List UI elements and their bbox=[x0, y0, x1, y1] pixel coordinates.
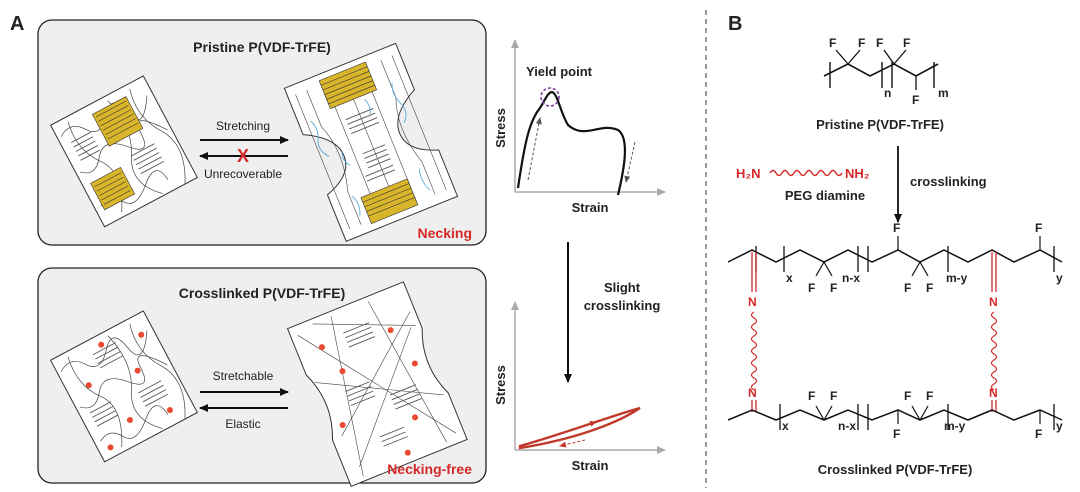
subscript-x: x bbox=[782, 419, 789, 433]
pristine-title: Pristine P(VDF-TrFE) bbox=[193, 39, 331, 55]
atom-f: F bbox=[830, 389, 837, 403]
atom-f: F bbox=[829, 36, 836, 50]
subscript-y: y bbox=[1056, 271, 1063, 285]
atom-f: F bbox=[808, 389, 815, 403]
atom-f: F bbox=[904, 389, 911, 403]
atom-f: F bbox=[1035, 427, 1042, 441]
crosslink-dots-right bbox=[318, 327, 419, 456]
subscript-my: m-y bbox=[944, 419, 966, 433]
peg-link-right bbox=[990, 311, 998, 391]
pristine-film-necked bbox=[283, 42, 459, 242]
crosslink-dots-left bbox=[85, 331, 173, 451]
crosslinked-film-stretched bbox=[286, 281, 468, 487]
panel-a-letter: A bbox=[10, 13, 24, 35]
subscript-my: m-y bbox=[946, 271, 968, 285]
yield-point-label: Yield point bbox=[526, 64, 593, 79]
yield-point-circle bbox=[540, 87, 560, 107]
crosslinked-structure-label: Crosslinked P(VDF-TrFE) bbox=[818, 462, 973, 477]
peg-chain bbox=[769, 169, 843, 177]
plot-bottom-ylabel: Stress bbox=[493, 365, 508, 405]
pristine-structure-label: Pristine P(VDF-TrFE) bbox=[816, 117, 944, 132]
atom-f: F bbox=[830, 281, 837, 295]
pristine-film-unstretched bbox=[49, 75, 198, 228]
atom-f: F bbox=[912, 93, 919, 107]
reagent-name: PEG diamine bbox=[785, 188, 865, 203]
atom-n: N bbox=[748, 295, 757, 309]
peg-diamine: H₂N NH₂ PEG diamine bbox=[736, 166, 870, 203]
cross-mark: X bbox=[237, 146, 249, 166]
crosslinked-film-unstretched bbox=[49, 310, 198, 463]
atom-f: F bbox=[893, 221, 900, 235]
subscript-nx: n-x bbox=[838, 419, 856, 433]
atom-n: N bbox=[748, 386, 757, 400]
crystal-gray-1 bbox=[70, 131, 165, 174]
atom-f: F bbox=[808, 281, 815, 295]
atom-n: N bbox=[989, 386, 998, 400]
pristine-structure: F F F F F n m bbox=[823, 36, 949, 107]
elastic-label: Elastic bbox=[225, 417, 260, 431]
unrecoverable-label: Unrecoverable bbox=[204, 167, 282, 181]
stretchable-label: Stretchable bbox=[213, 369, 274, 383]
atom-f: F bbox=[858, 36, 865, 50]
subscript-m: m bbox=[938, 86, 949, 100]
necking-label: Necking bbox=[418, 225, 472, 241]
atom-f: F bbox=[893, 427, 900, 441]
plot-bottom: Stress Strain bbox=[493, 301, 666, 473]
amine-right: NH₂ bbox=[845, 166, 870, 181]
atom-f: F bbox=[1035, 221, 1042, 235]
elastic-unload-arrow bbox=[559, 439, 586, 448]
stress-strain-curve bbox=[516, 90, 627, 196]
subscript-y: y bbox=[1056, 419, 1063, 433]
atom-n: N bbox=[989, 295, 998, 309]
atom-f: F bbox=[926, 281, 933, 295]
plot-top: Stress Strain Yield point bbox=[493, 39, 666, 215]
stretching-label: Stretching bbox=[216, 119, 270, 133]
necking-free-label: Necking-free bbox=[387, 461, 472, 477]
amine-left: H₂N bbox=[736, 166, 761, 181]
unloading-dashed-arrow bbox=[624, 141, 636, 183]
pristine-box: Pristine P(VDF-TrFE) Stretching X Unreco… bbox=[37, 19, 487, 246]
plot-top-ylabel: Stress bbox=[493, 108, 508, 148]
peg-link-left bbox=[750, 311, 758, 391]
crosslinked-box: Crosslinked P(VDF-TrFE) Stretchable Elas… bbox=[37, 267, 487, 487]
crosslinked-structure: x n-x m-y y F F F F F F N N N N F F F F … bbox=[727, 221, 1063, 441]
plot-bottom-xlabel: Strain bbox=[572, 458, 609, 473]
elastic-hysteresis-loop bbox=[518, 406, 641, 450]
atom-f: F bbox=[926, 389, 933, 403]
subscript-x: x bbox=[786, 271, 793, 285]
atom-f: F bbox=[876, 36, 883, 50]
plot-top-xlabel: Strain bbox=[572, 200, 609, 215]
subscript-nx: n-x bbox=[842, 271, 860, 285]
crosslinked-title: Crosslinked P(VDF-TrFE) bbox=[179, 285, 345, 301]
transition-label-2: crosslinking bbox=[584, 298, 661, 313]
atom-f: F bbox=[903, 36, 910, 50]
loading-dashed-arrow bbox=[527, 117, 542, 181]
transition-label-1: Slight bbox=[604, 280, 641, 295]
panel-b-letter: B bbox=[728, 13, 742, 35]
atom-f: F bbox=[904, 281, 911, 295]
elastic-load-arrow bbox=[569, 420, 597, 431]
reaction-label: crosslinking bbox=[910, 174, 987, 189]
subscript-n: n bbox=[884, 86, 891, 100]
stretched-chains bbox=[310, 82, 431, 217]
